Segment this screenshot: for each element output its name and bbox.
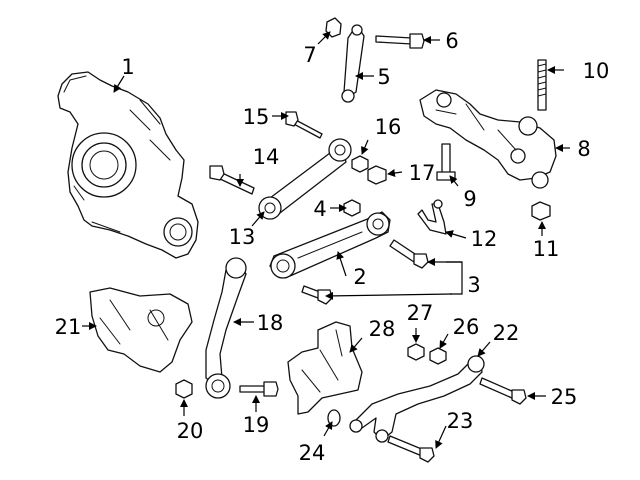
callout-2: 2 xyxy=(353,265,366,289)
callout-23: 23 xyxy=(447,409,474,433)
callout-26: 26 xyxy=(453,315,480,339)
callout-21: 21 xyxy=(55,315,82,339)
callout-11: 11 xyxy=(533,237,560,261)
part-nut-27 xyxy=(407,343,425,361)
part-arm-bolt-14 xyxy=(209,165,255,195)
part-bolt-23 xyxy=(387,435,435,463)
callout-28: 28 xyxy=(369,317,396,341)
callout-12: 12 xyxy=(471,227,498,251)
callout-17: 17 xyxy=(409,161,436,185)
callout-4: 4 xyxy=(313,197,326,221)
part-link-bolt xyxy=(375,33,425,49)
part-washer-24 xyxy=(327,409,341,427)
part-shield xyxy=(89,287,193,373)
callout-16: 16 xyxy=(375,115,402,139)
part-bracket-clip xyxy=(417,199,447,235)
callout-18: 18 xyxy=(257,311,284,335)
part-crossmember-bracket xyxy=(419,89,557,189)
leader-lines xyxy=(82,31,570,449)
part-upper-control-arm xyxy=(258,138,352,220)
callout-10: 10 xyxy=(583,59,610,83)
part-bolt-19 xyxy=(239,381,279,397)
callout-8: 8 xyxy=(577,137,590,161)
callout-25: 25 xyxy=(551,385,578,409)
callout-1: 1 xyxy=(121,55,134,79)
callout-14: 14 xyxy=(253,145,280,169)
part-arm-bolt-15 xyxy=(285,111,323,139)
part-bracket-bolt xyxy=(436,143,456,181)
part-arm-bolts xyxy=(301,239,429,305)
part-stabilizer-link xyxy=(341,24,365,103)
part-stud xyxy=(537,59,547,111)
part-nut-16 xyxy=(351,155,369,173)
callout-27: 27 xyxy=(407,301,434,325)
callout-13: 13 xyxy=(229,225,256,249)
part-bolt-25 xyxy=(479,377,527,405)
part-toe-link-arm xyxy=(349,355,485,443)
part-nut-26 xyxy=(429,347,447,365)
part-trailing-arm xyxy=(205,257,247,399)
part-bracket-nut xyxy=(531,201,551,221)
callout-22: 22 xyxy=(493,321,520,345)
part-nut-17 xyxy=(367,165,387,185)
callout-labels: 1 2 3 4 5 6 7 8 9 10 11 12 13 14 15 16 1… xyxy=(55,29,610,465)
callout-7: 7 xyxy=(303,43,316,67)
callout-6: 6 xyxy=(445,29,458,53)
part-nut-4 xyxy=(343,199,361,217)
callout-5: 5 xyxy=(377,65,390,89)
callout-20: 20 xyxy=(177,419,204,443)
part-nut-20 xyxy=(175,379,193,399)
callout-24: 24 xyxy=(299,441,326,465)
part-wheel-knuckle xyxy=(57,71,199,259)
callout-19: 19 xyxy=(243,413,270,437)
callout-15: 15 xyxy=(243,105,270,129)
callout-3: 3 xyxy=(467,273,480,297)
callout-9: 9 xyxy=(463,187,476,211)
part-bracket-28 xyxy=(287,321,363,415)
part-lower-control-arm xyxy=(269,211,391,279)
